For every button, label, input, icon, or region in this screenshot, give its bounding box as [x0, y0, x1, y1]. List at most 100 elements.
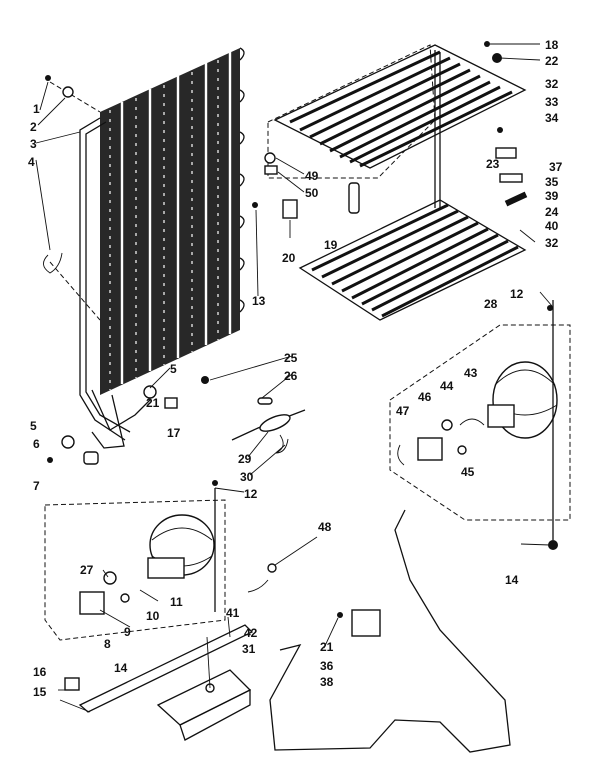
evaporator-lower-shelf: [298, 50, 527, 321]
callout-1: 1: [33, 102, 40, 116]
bracket-39: [499, 173, 523, 183]
callout-48: 48: [318, 520, 332, 534]
callout-5a: 5: [170, 362, 177, 376]
screw-6: [47, 457, 53, 463]
grommet-49: [264, 152, 276, 164]
callout-32b: 32: [545, 236, 559, 250]
tube-19: [348, 182, 360, 214]
screw-21b: [337, 612, 343, 618]
grommet-5a: [143, 385, 157, 399]
clip-24: [504, 191, 528, 207]
callout-36: 36: [320, 659, 334, 673]
callout-14a: 14: [505, 573, 519, 587]
part-50: [264, 165, 278, 175]
callout-24: 24: [545, 205, 559, 219]
relay-46: [417, 437, 443, 461]
callout-5b: 5: [30, 419, 37, 433]
clip-43: [459, 418, 485, 426]
timer-38: [351, 609, 381, 637]
callout-38: 38: [320, 675, 334, 689]
callout-6: 6: [33, 437, 40, 451]
callout-43: 43: [464, 366, 478, 380]
callout-leaders: [35, 43, 553, 691]
callout-8: 8: [104, 637, 111, 651]
bracket-35: [495, 147, 517, 159]
callout-35: 35: [545, 175, 559, 189]
grommet-2: [62, 86, 74, 98]
part-16: [64, 677, 80, 691]
wire-48: [247, 579, 269, 593]
callout-27: 27: [80, 563, 94, 577]
grommet-14a: [548, 540, 558, 550]
part-17: [164, 397, 178, 409]
callout-49: 49: [305, 169, 319, 183]
part-45: [457, 445, 467, 455]
screw-18: [484, 41, 490, 47]
callout-labels: 1 2 3 4 13 5 21 17 25 26 29 30 5 6 7 12 …: [28, 38, 563, 699]
callout-29: 29: [238, 452, 252, 466]
compressor-box-right: [389, 324, 571, 521]
callout-7: 7: [33, 479, 40, 493]
callout-31: 31: [242, 642, 256, 656]
screw-12a: [212, 480, 218, 486]
evaporator-upper-shelf: [273, 44, 527, 169]
drier-29: [231, 397, 306, 454]
callout-21a: 21: [146, 396, 160, 410]
callout-2: 2: [30, 120, 37, 134]
callout-10: 10: [146, 609, 160, 623]
callout-40: 40: [545, 219, 559, 233]
callout-16: 16: [33, 665, 47, 679]
callout-23: 23: [486, 157, 500, 171]
callout-22: 22: [545, 54, 559, 68]
callout-11: 11: [170, 595, 183, 609]
part-44: [441, 419, 453, 431]
screw-34: [497, 127, 503, 133]
callout-39: 39: [545, 189, 559, 203]
screw-1: [45, 75, 51, 81]
callout-45: 45: [461, 465, 475, 479]
callout-42: 42: [244, 626, 258, 640]
callout-44: 44: [440, 379, 454, 393]
callout-9: 9: [124, 625, 131, 639]
callout-32a: 32: [545, 77, 559, 91]
compressor-left: [147, 488, 216, 612]
callout-20: 20: [282, 251, 296, 265]
compressor-right: [487, 300, 558, 540]
screw-25: [201, 376, 209, 384]
callout-28: 28: [484, 297, 498, 311]
leader-4: [49, 261, 101, 321]
base-rail-41: [59, 624, 254, 713]
callout-21b: 21: [320, 640, 334, 654]
condenser-tubing: [79, 117, 151, 449]
condenser-coil: [100, 47, 245, 395]
grommet-5b: [61, 435, 75, 449]
callout-19: 19: [324, 238, 338, 252]
callout-41: 41: [226, 606, 240, 620]
callout-30: 30: [240, 470, 254, 484]
callout-18: 18: [545, 38, 559, 52]
part-26: [257, 397, 273, 405]
part-47: [397, 444, 405, 466]
part-10: [120, 593, 130, 603]
callout-12a: 12: [244, 487, 258, 501]
callout-4: 4: [28, 155, 35, 169]
callout-25: 25: [284, 351, 298, 365]
screw-13: [252, 202, 258, 208]
bracket-31: [156, 669, 252, 741]
callout-34: 34: [545, 111, 559, 125]
callout-26: 26: [284, 369, 298, 383]
callout-15: 15: [33, 685, 47, 699]
grommet-22: [492, 53, 502, 63]
callout-37: 37: [549, 160, 563, 174]
screw-12b: [547, 305, 553, 311]
part-20: [282, 199, 298, 219]
callout-47: 47: [396, 404, 410, 418]
callout-46: 46: [418, 390, 432, 404]
leader-1: [49, 81, 101, 113]
spacer-7: [83, 451, 99, 465]
defrost-tubing: [269, 509, 511, 753]
clip-4: [43, 252, 63, 274]
part-48: [267, 563, 277, 573]
callout-50: 50: [305, 186, 319, 200]
